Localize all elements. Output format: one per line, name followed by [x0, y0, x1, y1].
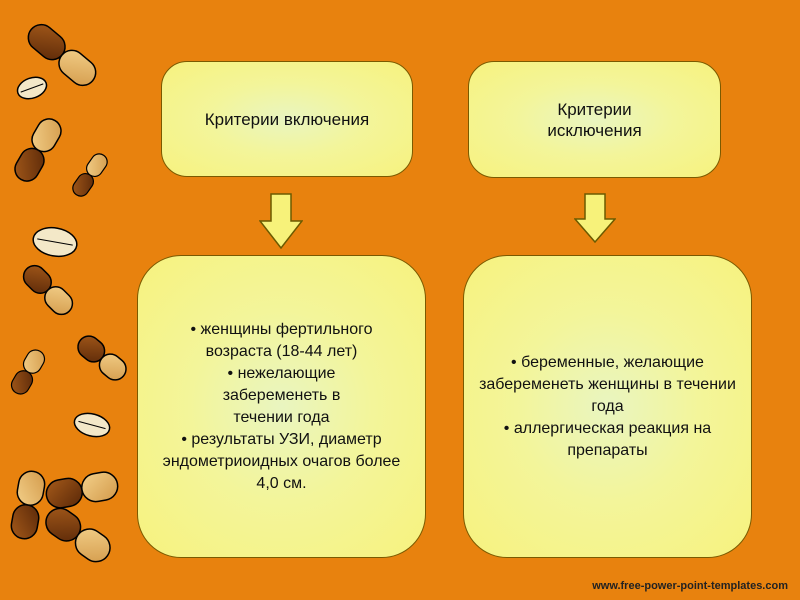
exclusion-criteria-box: • беременные, желающие забеременеть женщ… [463, 255, 752, 558]
pills-icon [10, 23, 127, 563]
inclusion-header: Критерии включения [204, 109, 370, 129]
list-item: • нежелающие забеременеть в течении года [222, 364, 341, 426]
inclusion-criteria-list: • женщины фертильного возраста (18-44 ле… [159, 319, 404, 495]
list-item: • женщины фертильного возраста (18-44 ле… [190, 320, 373, 360]
list-item: • аллергическая реакция на препараты [503, 419, 712, 459]
list-item: • результаты УЗИ, диаметр эндометриоидны… [162, 430, 401, 492]
list-item: • беременные, желающие забеременеть женщ… [479, 353, 736, 415]
arrow-down-icon [574, 193, 616, 243]
footer-url: www.free-power-point-templates.com [592, 580, 788, 592]
arrow-down-icon [259, 193, 303, 249]
inclusion-criteria-box: • женщины фертильного возраста (18-44 ле… [137, 255, 426, 558]
exclusion-header: Критерии исключения [547, 99, 642, 140]
exclusion-criteria-list: • беременные, желающие забеременеть женщ… [478, 352, 738, 462]
exclusion-header-box: Критерии исключения [468, 61, 721, 178]
inclusion-header-box: Критерии включения [161, 61, 413, 177]
